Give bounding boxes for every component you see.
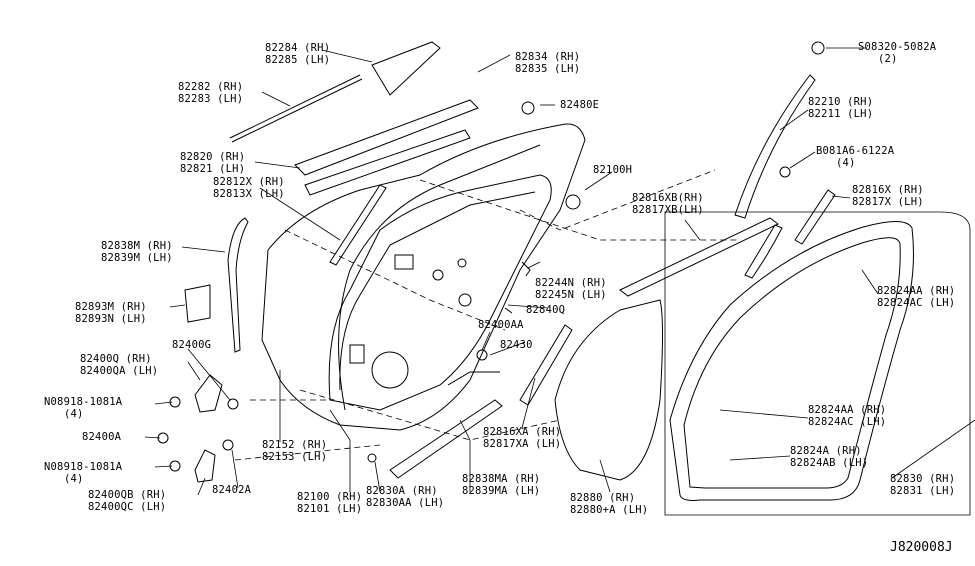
- part-label-82100: 82100 (RH)82101 (LH): [297, 491, 363, 515]
- part-label-08146: B081A6-6122A(4): [816, 145, 895, 169]
- part-label-82400q: 82400Q (RH)82400QA (LH): [80, 353, 159, 377]
- assembly-dash-lines: [234, 169, 740, 461]
- hinges-fasteners: [157, 101, 581, 483]
- part-label-82400a: 82400A: [82, 431, 122, 443]
- part-label-08320: S08320-5082A(2): [858, 41, 937, 65]
- part-label-82824aa-top: 82824AA (RH)82824AC (LH): [877, 285, 956, 309]
- part-label-82893m: 82893M (RH)82893N (LH): [75, 301, 147, 325]
- part-label-08918-lower: N08918-1081A(4): [44, 461, 123, 485]
- part-label-82282: 82282 (RH)82283 (LH): [178, 81, 244, 105]
- part-label-82838ma: 82838MA (RH)82839MA (LH): [462, 473, 541, 497]
- part-label-82152: 82152 (RH)82153 (LH): [262, 439, 328, 463]
- part-label-82824a: 82824A (RH)82824AB (LH): [790, 445, 869, 469]
- part-label-82816xb: 82816XB(RH)82817XB(LH): [632, 192, 704, 216]
- weatherstrip-callout-box: [664, 211, 971, 516]
- diagram-code: J820008J: [890, 540, 953, 555]
- part-label-82820: 82820 (RH)82821 (LH): [180, 151, 246, 175]
- part-label-82816xa: 82816XA (RH)82817XA (LH): [483, 426, 562, 450]
- part-label-82834: 82834 (RH)82835 (LH): [515, 51, 581, 75]
- part-label-82840q: 82840Q: [526, 304, 566, 316]
- part-label-82812x: 82812X (RH)82813X (LH): [213, 176, 285, 200]
- leader-lines: [144, 47, 975, 496]
- part-label-08918-upper: N08918-1081A(4): [44, 396, 123, 420]
- part-label-82830a: 82830A (RH)82830AA (LH): [366, 485, 445, 509]
- part-label-82824aa-mid: 82824AA (RH)82824AC (LH): [808, 404, 887, 428]
- part-label-82430: 82430: [500, 339, 533, 351]
- part-label-82402a: 82402A: [212, 484, 252, 496]
- weatherstrip: [669, 221, 914, 501]
- part-label-82830: 82830 (RH)82831 (LH): [890, 473, 956, 497]
- part-label-82400aa: 82400AA: [478, 319, 524, 331]
- part-label-82816x: 82816X (RH)82817X (LH): [852, 184, 924, 208]
- part-label-82100h: 82100H: [593, 164, 633, 176]
- door-inner-frame: [328, 174, 552, 411]
- part-label-82210: 82210 (RH)82211 (LH): [808, 96, 874, 120]
- lower-moldings: [389, 324, 573, 479]
- door-trim-panel: [554, 299, 663, 481]
- sash-moldings: [227, 41, 479, 353]
- sash-trim-right: [619, 41, 836, 297]
- door-outer-panel: [261, 123, 586, 431]
- part-label-82400g: 82400G: [172, 339, 212, 351]
- part-label-82284: 82284 (RH)82285 (LH): [265, 42, 331, 66]
- part-label-82838m: 82838M (RH)82839M (LH): [101, 240, 173, 264]
- part-label-82480e: 82480E: [560, 99, 600, 111]
- part-label-82880: 82880 (RH)82880+A (LH): [570, 492, 649, 516]
- part-label-82400qb: 82400QB (RH)82400QC (LH): [88, 489, 167, 513]
- part-label-82244n: 82244N (RH)82245N (LH): [535, 277, 607, 301]
